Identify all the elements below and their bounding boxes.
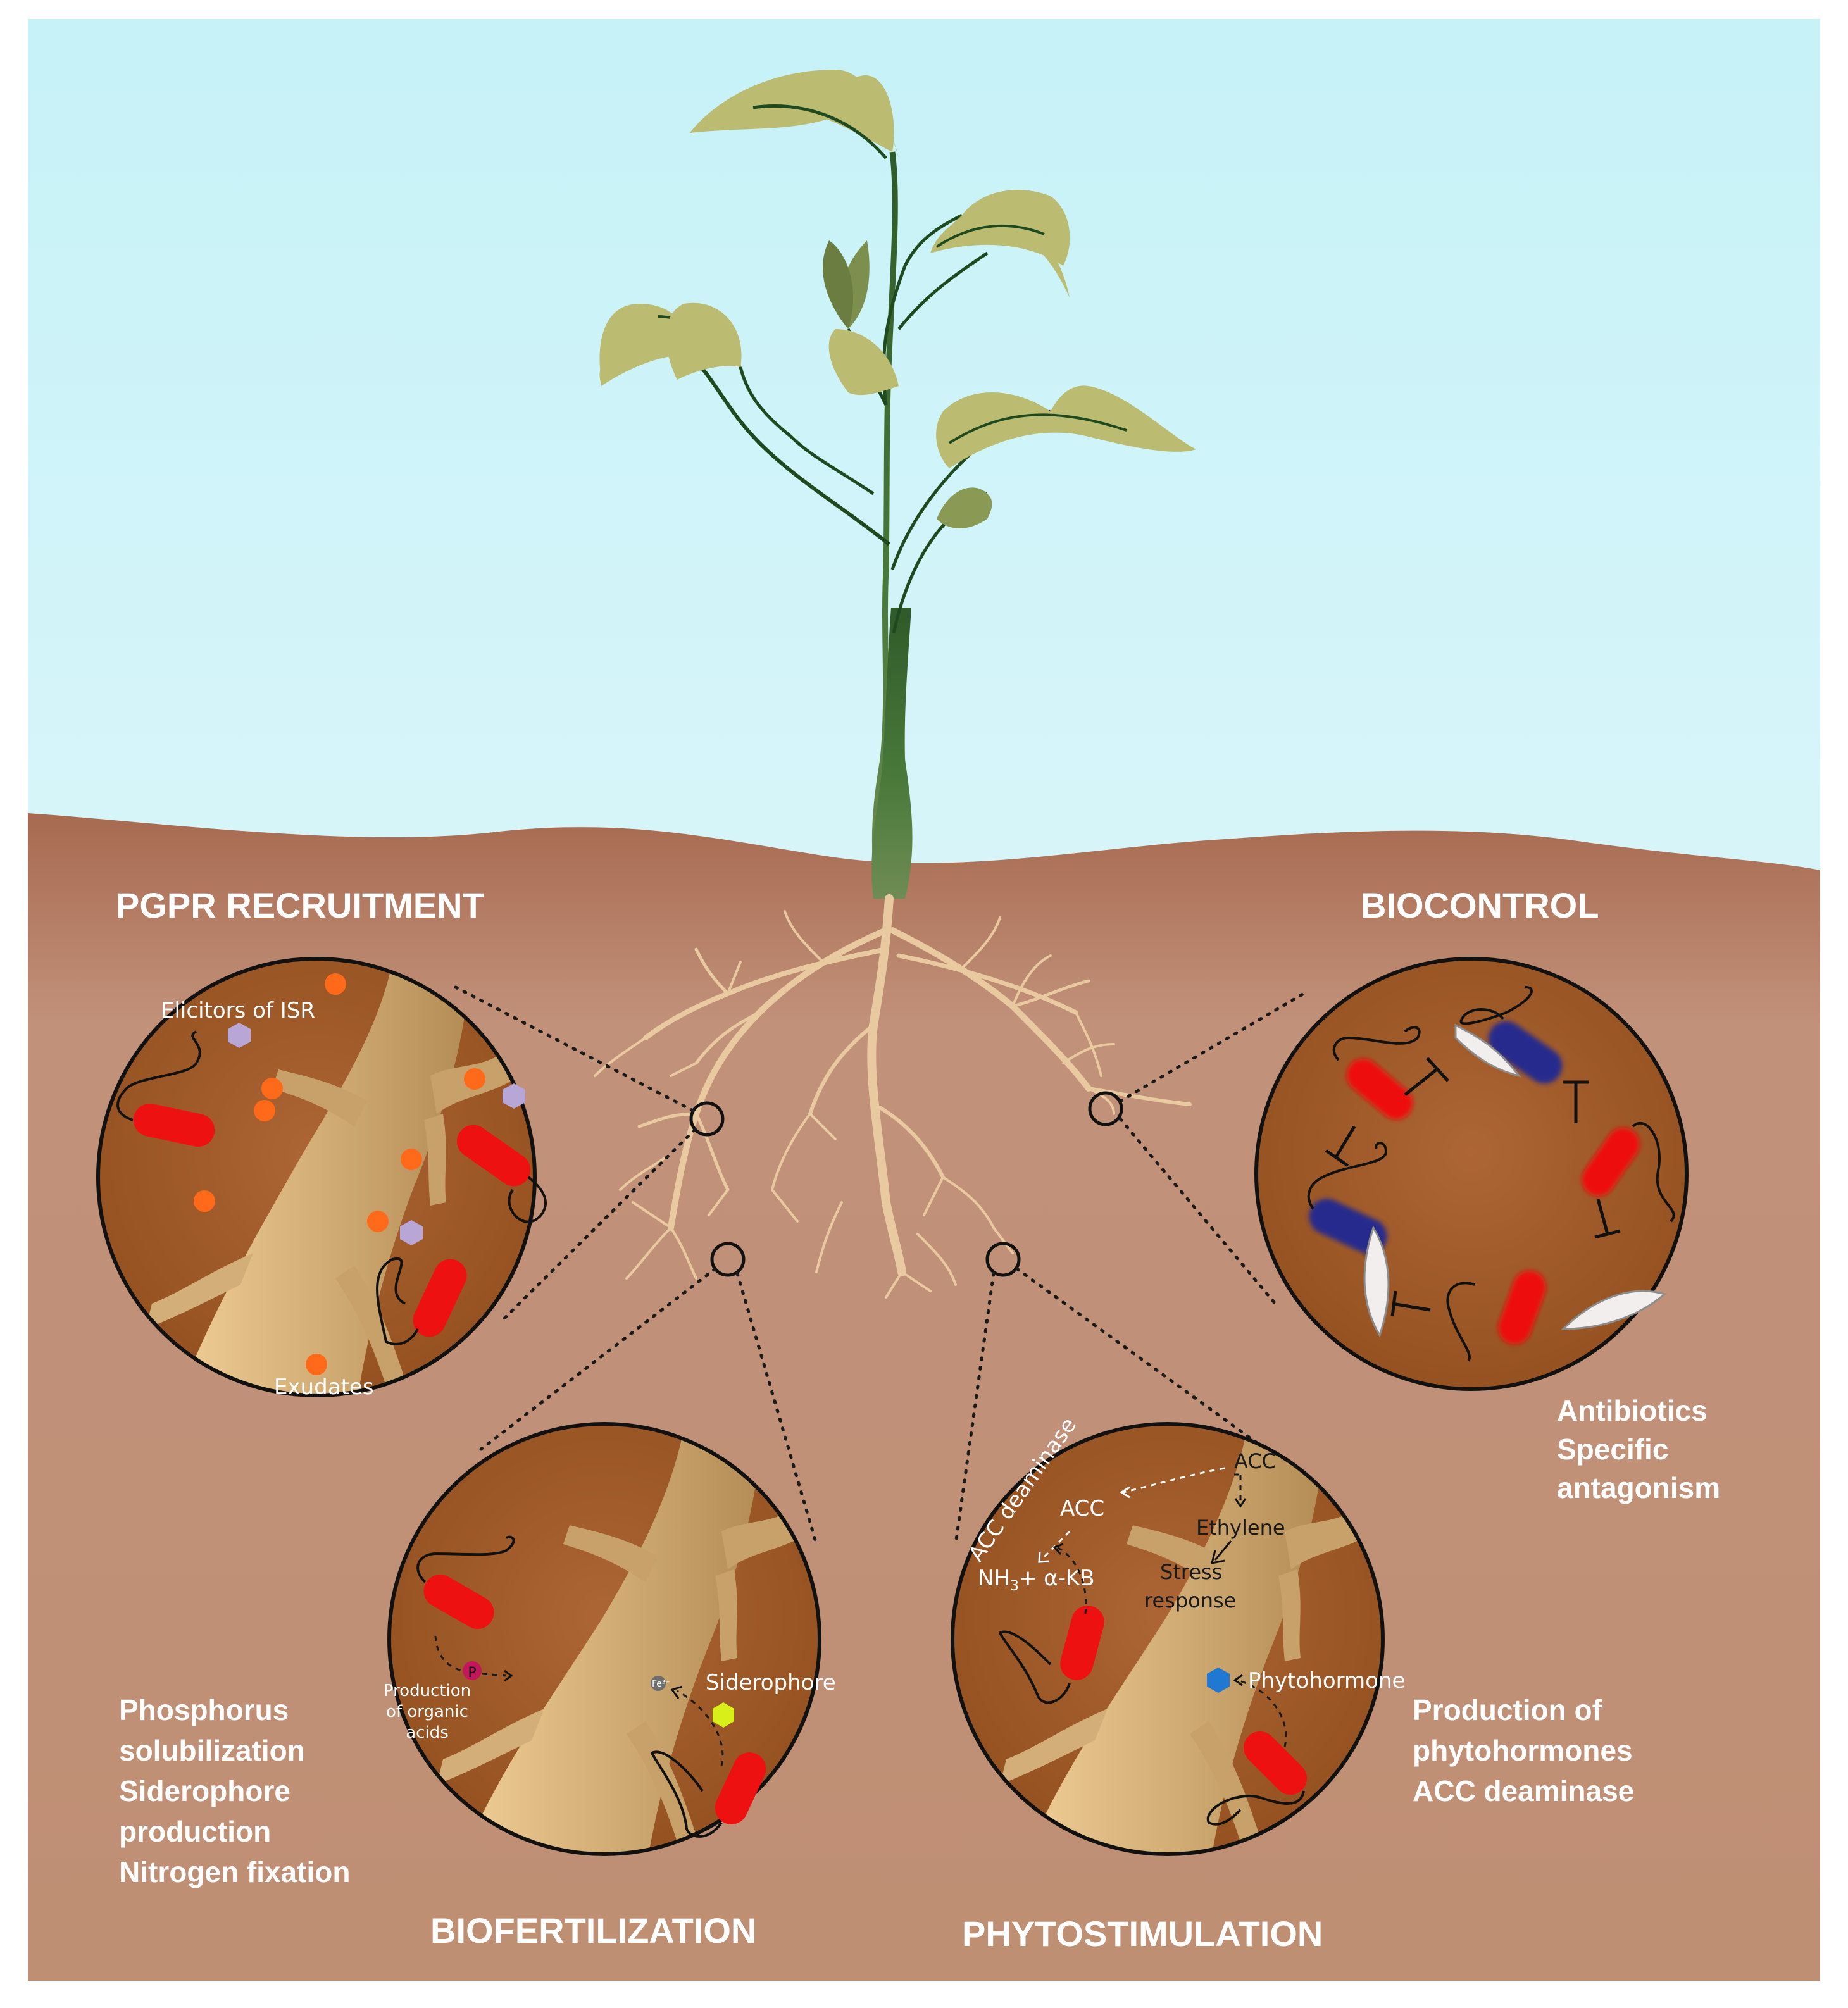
label-exudates: Exudates	[274, 1375, 374, 1400]
biofert-note-5: Nitrogen fixation	[119, 1855, 350, 1888]
label-phytohormone: Phytohormone	[1248, 1668, 1405, 1693]
inhibition-symbols	[1325, 1057, 1621, 1317]
zoom-markers	[689, 1091, 1123, 1277]
iron-icon	[651, 1676, 666, 1691]
panel-biocontrol	[1254, 957, 1689, 1391]
pgpr-bacteria	[116, 1030, 547, 1345]
biofert-note-2: solubilization	[119, 1734, 305, 1767]
title-biofertilization: BIOFERTILIZATION	[430, 1911, 756, 1950]
biocontrol-note-3: antagonism	[1557, 1471, 1720, 1504]
biofert-note-3: Siderophore	[119, 1774, 290, 1807]
label-iron: Fe³⁺	[652, 1679, 670, 1689]
phytohormone-icon	[1207, 1668, 1230, 1693]
label-production: Production	[384, 1681, 471, 1700]
plant-roots	[594, 894, 1192, 1299]
phyto-note-1: Production of	[1413, 1693, 1602, 1726]
label-elicitors-isr: Elicitors of ISR	[161, 998, 315, 1023]
phosphorus-icon: P	[468, 1665, 476, 1681]
exudate-dots	[194, 973, 485, 1375]
label-siderophore: Siderophore	[706, 1670, 836, 1695]
plant-shoot	[599, 70, 1196, 899]
title-biocontrol: BIOCONTROL	[1361, 885, 1599, 925]
label-acids: acids	[406, 1723, 449, 1742]
label-of-organic: of organic	[386, 1702, 468, 1721]
biocontrol-note-2: Specific	[1557, 1433, 1668, 1466]
elicitor-hexagons	[228, 1023, 525, 1245]
phyto-note-2: phytohormones	[1413, 1734, 1633, 1767]
biofert-note-4: production	[119, 1815, 271, 1848]
label-response: response	[1144, 1588, 1236, 1612]
label-ethylene: Ethylene	[1196, 1516, 1285, 1540]
label-nh3: NH3+ α-KB	[978, 1566, 1095, 1594]
biofert-note-1: Phosphorus	[119, 1693, 289, 1726]
label-acc-top: ACC	[1234, 1449, 1276, 1473]
label-acc-left: ACC	[1060, 1496, 1104, 1521]
title-phytostimulation: PHYTOSTIMULATION	[962, 1914, 1323, 1954]
biocontrol-note-1: Antibiotics	[1557, 1394, 1708, 1427]
zoom-connector-lines	[454, 985, 1306, 1546]
siderophore-icon	[713, 1702, 734, 1728]
phyto-note-3: ACC deaminase	[1413, 1774, 1634, 1807]
panel-biofertilization: P Production of organic acids Fe³⁺ Sider…	[384, 1422, 836, 1856]
title-pgpr-recruitment: PGPR RECRUITMENT	[116, 885, 484, 925]
biocontrol-bacteria	[1307, 986, 1675, 1362]
panel-pgpr-recruitment: Elicitors of ISR Exudates	[96, 957, 547, 1400]
